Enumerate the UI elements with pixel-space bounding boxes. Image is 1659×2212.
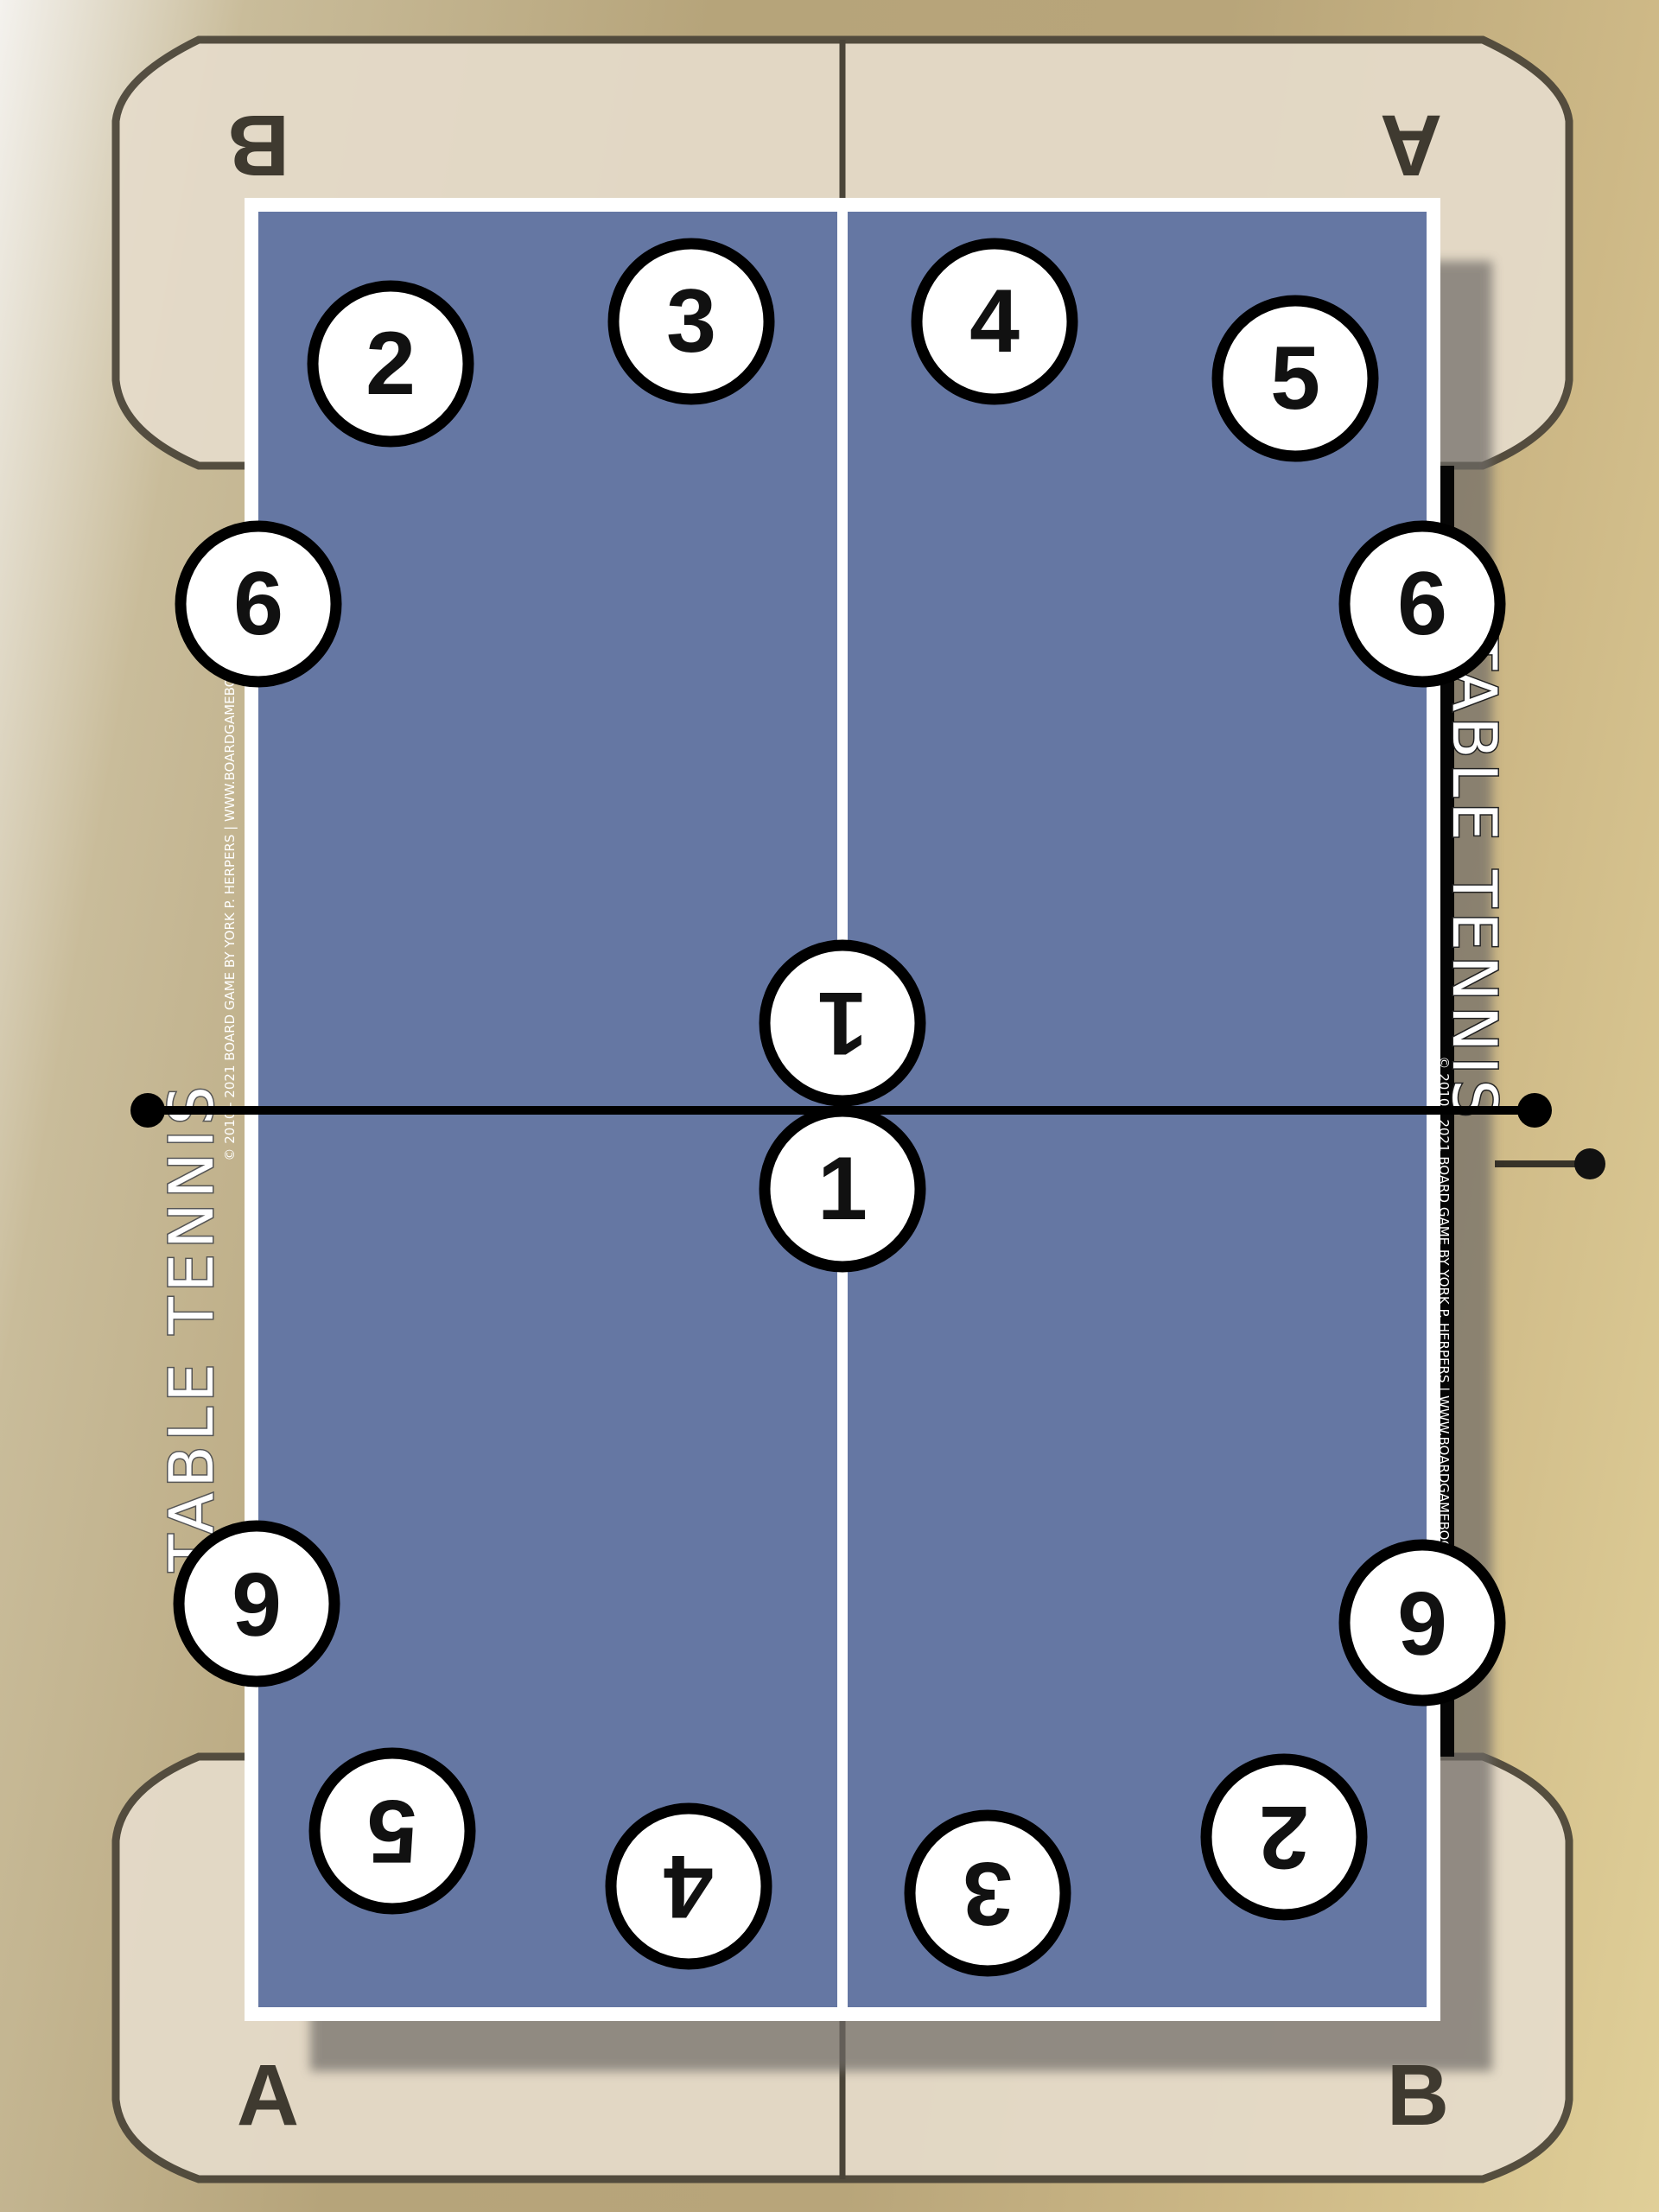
spot: 1: [759, 939, 926, 1107]
svg-text:5: 5: [367, 1781, 417, 1881]
spot: 6: [173, 1520, 340, 1688]
copyright-right: © 2010 - 2021 BOARD GAME BY YORK P. HERP…: [1436, 1056, 1452, 1601]
svg-text:4: 4: [664, 1836, 714, 1936]
svg-text:6: 6: [233, 554, 283, 654]
svg-text:5: 5: [1270, 328, 1320, 429]
net-shadow-post: [1574, 1148, 1605, 1179]
net-post-left: [130, 1093, 165, 1128]
spot: 3: [904, 1809, 1071, 1977]
title-left: TABLE TENNIS: [156, 1081, 227, 1573]
side-label-top-left: B: [227, 97, 289, 194]
spot: 5: [308, 1747, 476, 1915]
spot: 4: [911, 238, 1078, 405]
copyright-left: © 2010 - 2021 BOARD GAME BY YORK P. HERP…: [222, 615, 238, 1160]
svg-text:1: 1: [817, 1139, 868, 1239]
svg-text:6: 6: [1397, 1573, 1447, 1673]
spot: 6: [175, 520, 342, 688]
side-label-top-right: A: [1380, 97, 1442, 194]
spot: 2: [307, 280, 474, 448]
title-right: TABLE TENNIS: [1439, 632, 1510, 1123]
svg-text:2: 2: [1259, 1787, 1309, 1887]
spot: 4: [605, 1802, 772, 1970]
svg-text:1: 1: [817, 973, 868, 1073]
svg-text:4: 4: [969, 271, 1020, 372]
svg-text:2: 2: [365, 314, 416, 414]
spot: 6: [1338, 1539, 1506, 1707]
svg-text:6: 6: [232, 1554, 282, 1654]
spot: 3: [607, 238, 775, 405]
spot: 5: [1211, 295, 1379, 462]
svg-text:3: 3: [963, 1843, 1013, 1943]
net-post-right: [1517, 1093, 1552, 1128]
svg-text:3: 3: [666, 271, 716, 372]
side-label-bottom-left: A: [237, 2047, 299, 2144]
spot: 1: [759, 1105, 926, 1273]
spot: 6: [1338, 520, 1506, 688]
svg-text:6: 6: [1397, 554, 1447, 654]
spot: 2: [1200, 1753, 1368, 1921]
side-label-bottom-right: B: [1387, 2047, 1449, 2144]
